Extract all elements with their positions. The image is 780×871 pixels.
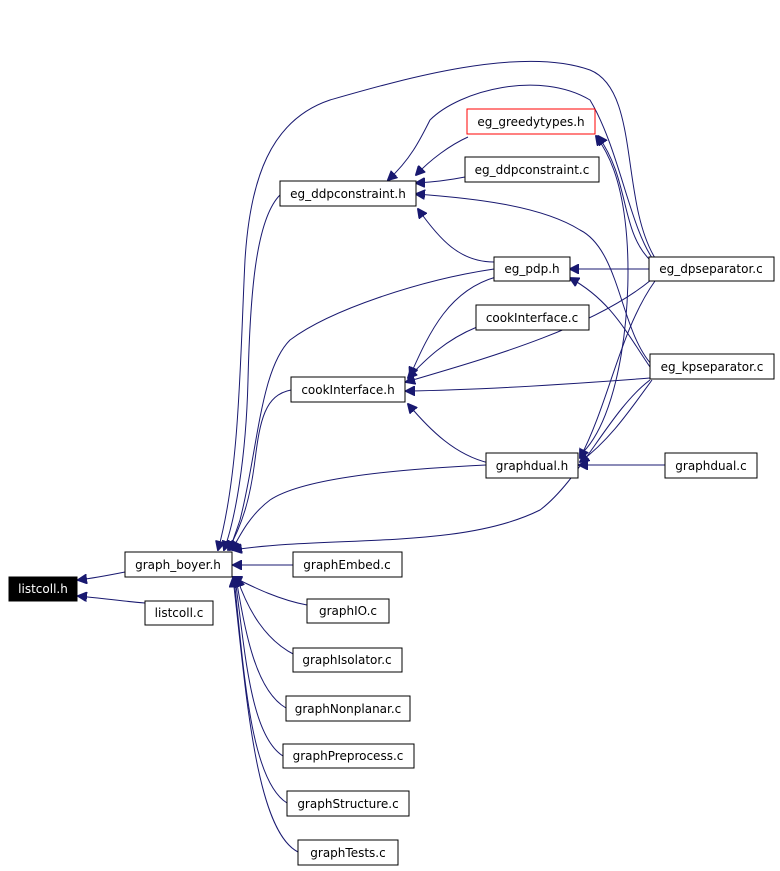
node-graphdual-h[interactable]: graphdual.h bbox=[485, 452, 579, 479]
node-graphstructure-c[interactable]: graphStructure.c bbox=[286, 790, 410, 817]
edge-eg-dpseparator-c-to-eg-ddpconstraint-h bbox=[388, 84, 656, 263]
edge-graph-boyer-h-to-listcoll-h bbox=[78, 571, 126, 580]
edge-eg-kpseparator-c-to-graphdual-h bbox=[580, 379, 653, 462]
edge-graphdual-h-to-eg-greedytypes-h bbox=[579, 136, 629, 456]
node-eg-greedytypes-h[interactable]: eg_greedytypes.h bbox=[466, 108, 596, 135]
node-label: eg_kpseparator.c bbox=[661, 360, 764, 374]
edge-eg-dpseparator-c-to-graph-boyer-h bbox=[218, 60, 656, 550]
node-label: graphPreprocess.c bbox=[293, 749, 404, 763]
edge-listcoll-c-to-listcoll-h bbox=[78, 596, 146, 604]
node-label: graph_boyer.h bbox=[135, 558, 221, 572]
node-label: eg_ddpconstraint.c bbox=[475, 163, 590, 177]
edge-eg-kpseparator-c-to-cookinterface-h bbox=[406, 377, 651, 391]
node-graphtests-c[interactable]: graphTests.c bbox=[297, 839, 399, 866]
edge-eg-pdp-h-to-cookinterface-h bbox=[410, 276, 497, 376]
edge-eg-kpseparator-c-to-graph-boyer-h bbox=[233, 379, 651, 550]
node-label: eg_pdp.h bbox=[504, 262, 559, 276]
node-eg-ddpconstraint-c[interactable]: eg_ddpconstraint.c bbox=[464, 156, 600, 183]
node-listcoll-c[interactable]: listcoll.c bbox=[144, 600, 214, 626]
node-graph-boyer-h[interactable]: graph_boyer.h bbox=[124, 551, 233, 578]
edge-eg-pdp-h-to-graph-boyer-h bbox=[230, 268, 495, 550]
node-graphpreprocess-c[interactable]: graphPreprocess.c bbox=[282, 743, 415, 769]
node-label: graphdual.h bbox=[496, 459, 568, 473]
node-eg-pdp-h[interactable]: eg_pdp.h bbox=[493, 256, 571, 282]
edge-graphnonplanar-c-to-graph-boyer-h bbox=[236, 578, 287, 709]
nodes: listcoll.h listcoll.c graph_boyer.h grap… bbox=[8, 108, 775, 866]
edge-eg-kpseparator-c-to-eg-ddpconstraint-h bbox=[416, 194, 653, 366]
edge-graphdual-h-to-cookinterface-h bbox=[408, 404, 490, 464]
edge-eg-dpseparator-c-to-cookinterface-h bbox=[406, 279, 652, 382]
node-eg-kpseparator-c[interactable]: eg_kpseparator.c bbox=[649, 353, 775, 380]
node-label: graphIO.c bbox=[319, 604, 377, 618]
edge-eg-kpseparator-c-to-eg-pdp-h bbox=[570, 278, 651, 368]
edge-graphdual-h-to-graph-boyer-h bbox=[232, 464, 487, 550]
node-graphisolator-c[interactable]: graphIsolator.c bbox=[292, 647, 403, 673]
edge-graphstructure-c-to-graph-boyer-h bbox=[234, 578, 288, 804]
node-eg-ddpconstraint-h[interactable]: eg_ddpconstraint.h bbox=[279, 180, 417, 207]
node-graphdual-c[interactable]: graphdual.c bbox=[664, 452, 758, 479]
edge-eg-pdp-h-to-eg-ddpconstraint-h bbox=[418, 209, 495, 263]
node-label: graphdual.c bbox=[675, 459, 746, 473]
node-label: listcoll.c bbox=[155, 606, 204, 620]
node-graphnonplanar-c[interactable]: graphNonplanar.c bbox=[285, 695, 411, 722]
node-label: cookInterface.c bbox=[486, 311, 578, 325]
node-label: graphIsolator.c bbox=[302, 653, 391, 667]
node-label: graphNonplanar.c bbox=[295, 702, 402, 716]
edge-graphpreprocess-c-to-graph-boyer-h bbox=[235, 578, 284, 757]
edge-eg-dpseparator-c-to-graphdual-h bbox=[580, 280, 656, 458]
node-eg-dpseparator-c[interactable]: eg_dpseparator.c bbox=[648, 256, 775, 282]
edge-cookinterface-c-to-cookinterface-h bbox=[408, 326, 478, 378]
node-label: cookInterface.h bbox=[301, 383, 394, 397]
edge-eg-ddpconstraint-c-to-eg-ddpconstraint-h bbox=[416, 176, 466, 183]
node-cookinterface-h[interactable]: cookInterface.h bbox=[290, 376, 406, 403]
node-label: eg_dpseparator.c bbox=[659, 262, 762, 276]
node-label: eg_greedytypes.h bbox=[477, 115, 584, 129]
node-listcoll-h[interactable]: listcoll.h bbox=[8, 576, 78, 602]
node-label: graphStructure.c bbox=[297, 797, 398, 811]
edge-eg-dpseparator-c-to-eg-greedytypes-h bbox=[598, 136, 651, 261]
node-label: listcoll.h bbox=[18, 582, 68, 596]
node-label: graphTests.c bbox=[310, 846, 385, 860]
node-graphembed-c[interactable]: graphEmbed.c bbox=[292, 551, 403, 578]
edge-eg-ddpconstraint-h-to-graph-boyer-h bbox=[224, 194, 281, 550]
node-label: graphEmbed.c bbox=[303, 558, 390, 572]
node-label: eg_ddpconstraint.h bbox=[290, 187, 406, 201]
node-cookinterface-c[interactable]: cookInterface.c bbox=[475, 304, 590, 331]
edge-eg-greedytypes-h-to-eg-ddpconstraint-h bbox=[416, 136, 469, 175]
edge-graphisolator-c-to-graph-boyer-h bbox=[237, 578, 296, 656]
edge-cookinterface-h-to-graph-boyer-h bbox=[228, 389, 292, 550]
node-graphio-c[interactable]: graphIO.c bbox=[306, 598, 390, 624]
edges bbox=[78, 60, 665, 853]
edge-graphtests-c-to-graph-boyer-h bbox=[233, 578, 299, 853]
edge-graphio-c-to-graph-boyer-h bbox=[233, 577, 308, 606]
